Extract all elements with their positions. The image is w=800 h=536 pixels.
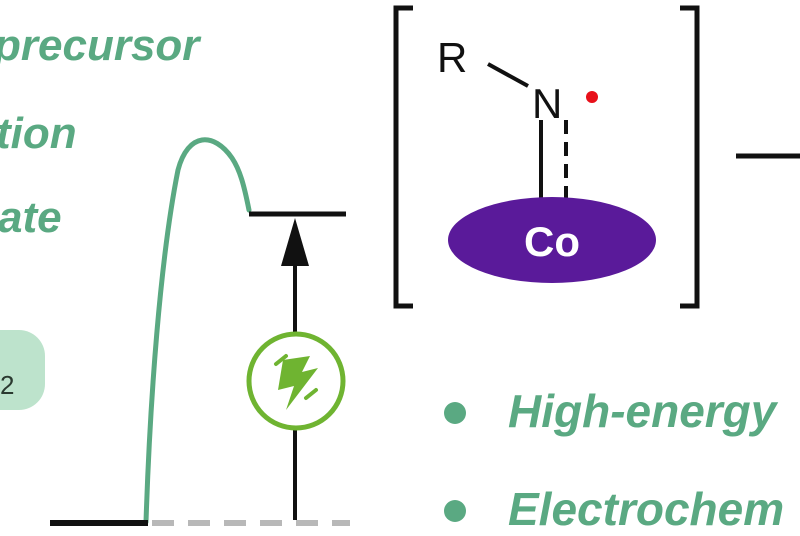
badge-label: 2 [0, 370, 15, 400]
label-tion: tion [0, 109, 77, 158]
bullet-label: High-energy [508, 385, 777, 437]
bullet-label: Electrochem [508, 483, 785, 535]
radical-dot [586, 91, 598, 103]
energy-curve [143, 137, 252, 525]
right-bracket [680, 5, 700, 309]
label-precursor: precursor [0, 21, 200, 70]
atom-n-label: N [532, 80, 562, 127]
r-n-bond [487, 62, 529, 88]
cobalt-ellipse [448, 197, 656, 283]
metal-co-label: Co [524, 218, 580, 265]
badge-pill [0, 330, 45, 410]
atom-r-label: R [437, 34, 467, 81]
label-ate: ate [0, 193, 62, 242]
plug-lightning-icon [246, 331, 346, 431]
bullet-dot [444, 500, 466, 522]
bullet-dot [444, 402, 466, 424]
arrow-head [281, 218, 309, 266]
left-bracket [393, 5, 413, 309]
